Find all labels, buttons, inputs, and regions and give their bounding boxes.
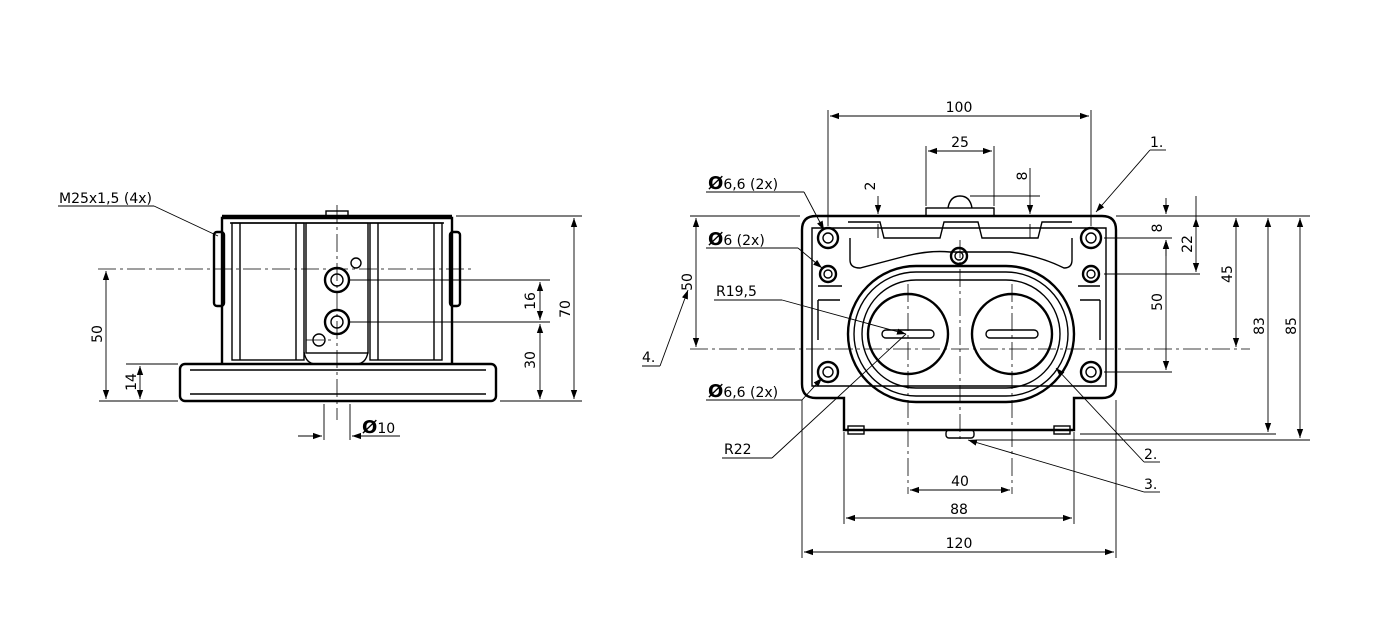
hole-label-a: Ø6,6 (2x) (708, 173, 778, 194)
thread-label: M25x1,5 (4x) (59, 191, 152, 207)
mounting-holes (816, 226, 1103, 384)
dim-14: 14 (124, 373, 140, 391)
diameter-symbol: Ø (708, 229, 723, 250)
radius-outer-label: R22 (724, 442, 752, 458)
dim-120: 120 (946, 536, 973, 552)
diameter-symbol: Ø (708, 381, 723, 402)
dim-22: 22 (1180, 235, 1196, 253)
dim-25: 25 (951, 135, 969, 151)
dim-50-side: 50 (90, 325, 106, 343)
side-view: 70 16 30 50 14 Ø10 M25x1,5 (4x) (58, 191, 582, 440)
dim-70: 70 (558, 300, 574, 318)
hole-label-b: Ø6 (2x) (708, 229, 765, 250)
dim-30: 30 (523, 351, 539, 369)
callout-1: 1. (1150, 135, 1163, 151)
dim-100: 100 (946, 100, 973, 116)
base-plate (178, 362, 498, 403)
hole-label-c: Ø6,6 (2x) (708, 381, 778, 402)
housing-outline (800, 195, 1118, 439)
diameter-10-label: Ø10 (362, 417, 395, 438)
dim-8-top: 8 (1015, 172, 1031, 181)
callout-4: 4. (642, 350, 655, 366)
dim-85: 85 (1284, 317, 1300, 335)
dim-50-right: 50 (1150, 293, 1166, 311)
oval-seal (846, 264, 1076, 404)
dim-16: 16 (523, 292, 539, 310)
dim-45: 45 (1220, 265, 1236, 283)
dim-10: 10 (377, 421, 395, 437)
callout-2: 2. (1144, 447, 1157, 463)
top-view: 100 25 2 8 8 22 50 45 83 85 50 (642, 100, 1310, 558)
diameter-symbol: Ø (362, 417, 377, 438)
diameter-symbol: Ø (708, 173, 723, 194)
callout-3: 3. (1144, 477, 1157, 493)
dim-40: 40 (951, 474, 969, 490)
dim-8-right: 8 (1150, 224, 1166, 233)
dim-2: 2 (863, 182, 879, 191)
dim-83: 83 (1252, 317, 1268, 335)
radius-inner-label: R19,5 (716, 284, 757, 300)
dim-50-left: 50 (680, 273, 696, 291)
dim-88: 88 (950, 502, 968, 518)
